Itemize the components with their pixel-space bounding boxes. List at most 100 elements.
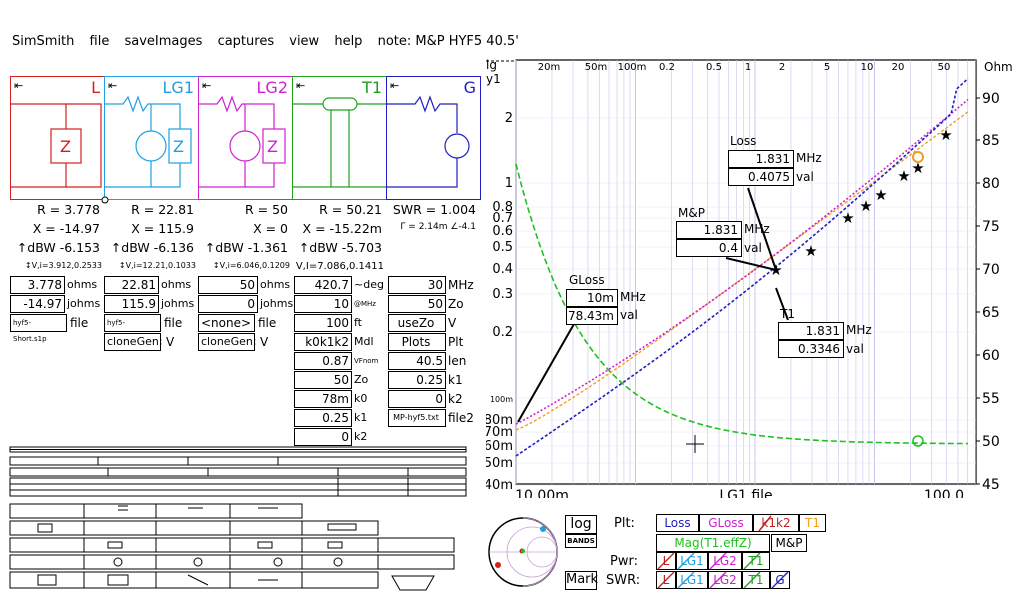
y-left-tick-14: 40m — [486, 478, 513, 493]
L-dbw: ↑dBW -6.153 — [16, 240, 100, 255]
mp-star-2: ★ — [841, 209, 854, 227]
thumbnail-strip[interactable] — [8, 444, 478, 594]
G-field-mhz[interactable]: 30 — [388, 276, 446, 294]
plot-toggle-loss[interactable]: Loss — [656, 514, 699, 532]
menu-captures[interactable]: captures — [217, 34, 275, 49]
log-button[interactable]: log — [565, 515, 597, 534]
plot-toggle-t1[interactable]: T1 — [799, 514, 826, 532]
T1-field-k0[interactable]: 78m — [294, 390, 352, 408]
G-unit-mhz: MHz — [448, 278, 474, 292]
pwr-toggle-lg2[interactable]: LG2 — [708, 552, 742, 570]
callout-gloss-y: 78.43m — [566, 307, 618, 325]
callout-loss-x-unit: MHz — [796, 151, 822, 165]
T1-field-model[interactable]: k0k1k2 — [294, 333, 352, 351]
G-unit-k1: k1 — [448, 373, 463, 387]
L-x-field[interactable]: -14.97 — [10, 295, 65, 313]
pwr-toggle-t1[interactable]: T1 — [742, 552, 770, 570]
callout-loss-title: Loss — [730, 134, 757, 148]
G-field-plots[interactable]: Plots — [388, 333, 446, 351]
LG1-r-field[interactable]: 22.81 — [104, 276, 159, 294]
LG1-gen-label: V — [166, 335, 175, 349]
smith-chart-icon[interactable] — [486, 514, 562, 590]
LG1-reactance: X = 115.9 — [131, 221, 194, 236]
mp-star-3: ★ — [859, 197, 872, 215]
LG2-gen-field[interactable]: cloneGen; — [198, 333, 257, 351]
strike-icon — [758, 515, 772, 532]
swr-toggle-lg1[interactable]: LG1 — [676, 571, 708, 589]
L-file-field[interactable]: hyf5-Short.s1p — [10, 314, 67, 343]
element-T1-panel[interactable]: ⇤ T1 — [292, 76, 388, 200]
plt-label: Plt: — [614, 516, 635, 531]
x-top-tick-6: 2 — [779, 62, 785, 73]
y-right-tick-8: 50 — [982, 434, 1000, 450]
mark-button[interactable]: Mark — [565, 571, 598, 590]
T1-field-mhz[interactable]: 10 — [294, 295, 352, 313]
x-top-tick-5: 1 — [745, 62, 751, 73]
bands-button[interactable]: BANDS — [565, 534, 597, 548]
pwr-toggle-lg1[interactable]: LG1 — [676, 552, 708, 570]
arrow-icon[interactable]: ⇤ — [202, 79, 212, 92]
T1-field-zo[interactable]: 50 — [294, 371, 352, 389]
LG2-r-unit: ohms — [260, 278, 291, 291]
callout-t1-x-unit: MHz — [846, 323, 872, 337]
T1-unit-ft: ft — [354, 316, 362, 329]
menu-view[interactable]: view — [289, 34, 320, 49]
element-title: T1 — [362, 78, 382, 97]
menu-simsmith[interactable]: SimSmith — [12, 34, 75, 49]
T1-unit-k1: k1 — [354, 411, 368, 424]
G-field-k1[interactable]: 0.25 — [388, 371, 446, 389]
LG2-r-field[interactable]: 50 — [198, 276, 258, 294]
y-left-tick-5: 0.5 — [492, 240, 513, 255]
G-field-usezo[interactable]: useZo — [388, 314, 446, 332]
menu-saveimages[interactable]: saveImages — [124, 34, 203, 49]
node-circle-icon[interactable] — [100, 195, 110, 205]
x-top-tick-3: 0.2 — [659, 62, 675, 73]
arrow-icon[interactable]: ⇤ — [296, 79, 306, 92]
LG1-gen-field[interactable]: cloneGen; — [104, 333, 163, 351]
swr-toggle-lg2[interactable]: LG2 — [708, 571, 742, 589]
y-right-tick-1: 85 — [982, 133, 1000, 149]
G-field-len[interactable]: 40.5 — [388, 352, 446, 370]
plot-frame — [515, 59, 977, 485]
menu-help[interactable]: help — [334, 34, 363, 49]
LG2-x-unit: johms — [260, 297, 294, 310]
G-field-zo[interactable]: 50 — [388, 295, 446, 313]
LG2-file-field[interactable]: <none> — [198, 314, 255, 332]
LG1-dbw: ↑dBW -6.136 — [110, 240, 194, 255]
element-G-panel[interactable]: ⇤ G — [386, 76, 481, 200]
G-field-file2[interactable]: MP-hyf5.txt — [388, 409, 446, 427]
LG2-x-field[interactable]: 0 — [198, 295, 258, 313]
arrow-icon[interactable]: ⇤ — [14, 79, 24, 92]
element-L-panel[interactable]: ⇤ L Z — [10, 76, 105, 200]
menu-file[interactable]: file — [89, 34, 110, 49]
swr-strike-icons — [657, 571, 789, 589]
marker-green-circle — [912, 435, 924, 447]
T1-unit-vf: VFnom — [354, 357, 379, 365]
element-LG2-panel[interactable]: ⇤ LG2 Z — [198, 76, 293, 200]
plot-toggle-magt1[interactable]: Mag(T1.effZ) — [656, 534, 770, 552]
T1-unit-k2: k2 — [354, 430, 368, 443]
swr-toggle-t1[interactable]: T1 — [742, 571, 770, 589]
menu-note[interactable]: note: M&P HYF5 40.5' — [377, 34, 519, 49]
plot-toggle-mp[interactable]: M&P — [771, 534, 807, 552]
LG1-file-field[interactable]: hyf5-Open.s1p — [104, 314, 161, 343]
mp-star-6: ★ — [911, 159, 924, 177]
T1-field-ft[interactable]: 100 — [294, 314, 352, 332]
T1-field-k1[interactable]: 0.25 — [294, 409, 352, 427]
callout-gloss-x-unit: MHz — [620, 290, 646, 304]
arrow-icon[interactable]: ⇤ — [108, 79, 118, 92]
G-field-k2[interactable]: 0 — [388, 390, 446, 408]
callout-t1-x: 1.831 — [778, 322, 844, 340]
L-r-field[interactable]: 3.778 — [10, 276, 65, 294]
T1-field-k2[interactable]: 0 — [294, 428, 352, 446]
element-LG1-panel[interactable]: ⇤ LG1 Z — [104, 76, 199, 200]
T1-field-deg[interactable]: 420.7 — [294, 276, 352, 294]
T1-field-vf[interactable]: 0.87 — [294, 352, 352, 370]
y-right-tick-4: 70 — [982, 262, 1000, 278]
arrow-icon[interactable]: ⇤ — [390, 79, 400, 92]
plot-toggle-gloss[interactable]: GLoss — [699, 514, 753, 532]
arrow-t1 — [775, 287, 789, 321]
LG1-x-field[interactable]: 115.9 — [104, 295, 159, 313]
callout-mp-x-unit: MHz — [744, 222, 770, 236]
